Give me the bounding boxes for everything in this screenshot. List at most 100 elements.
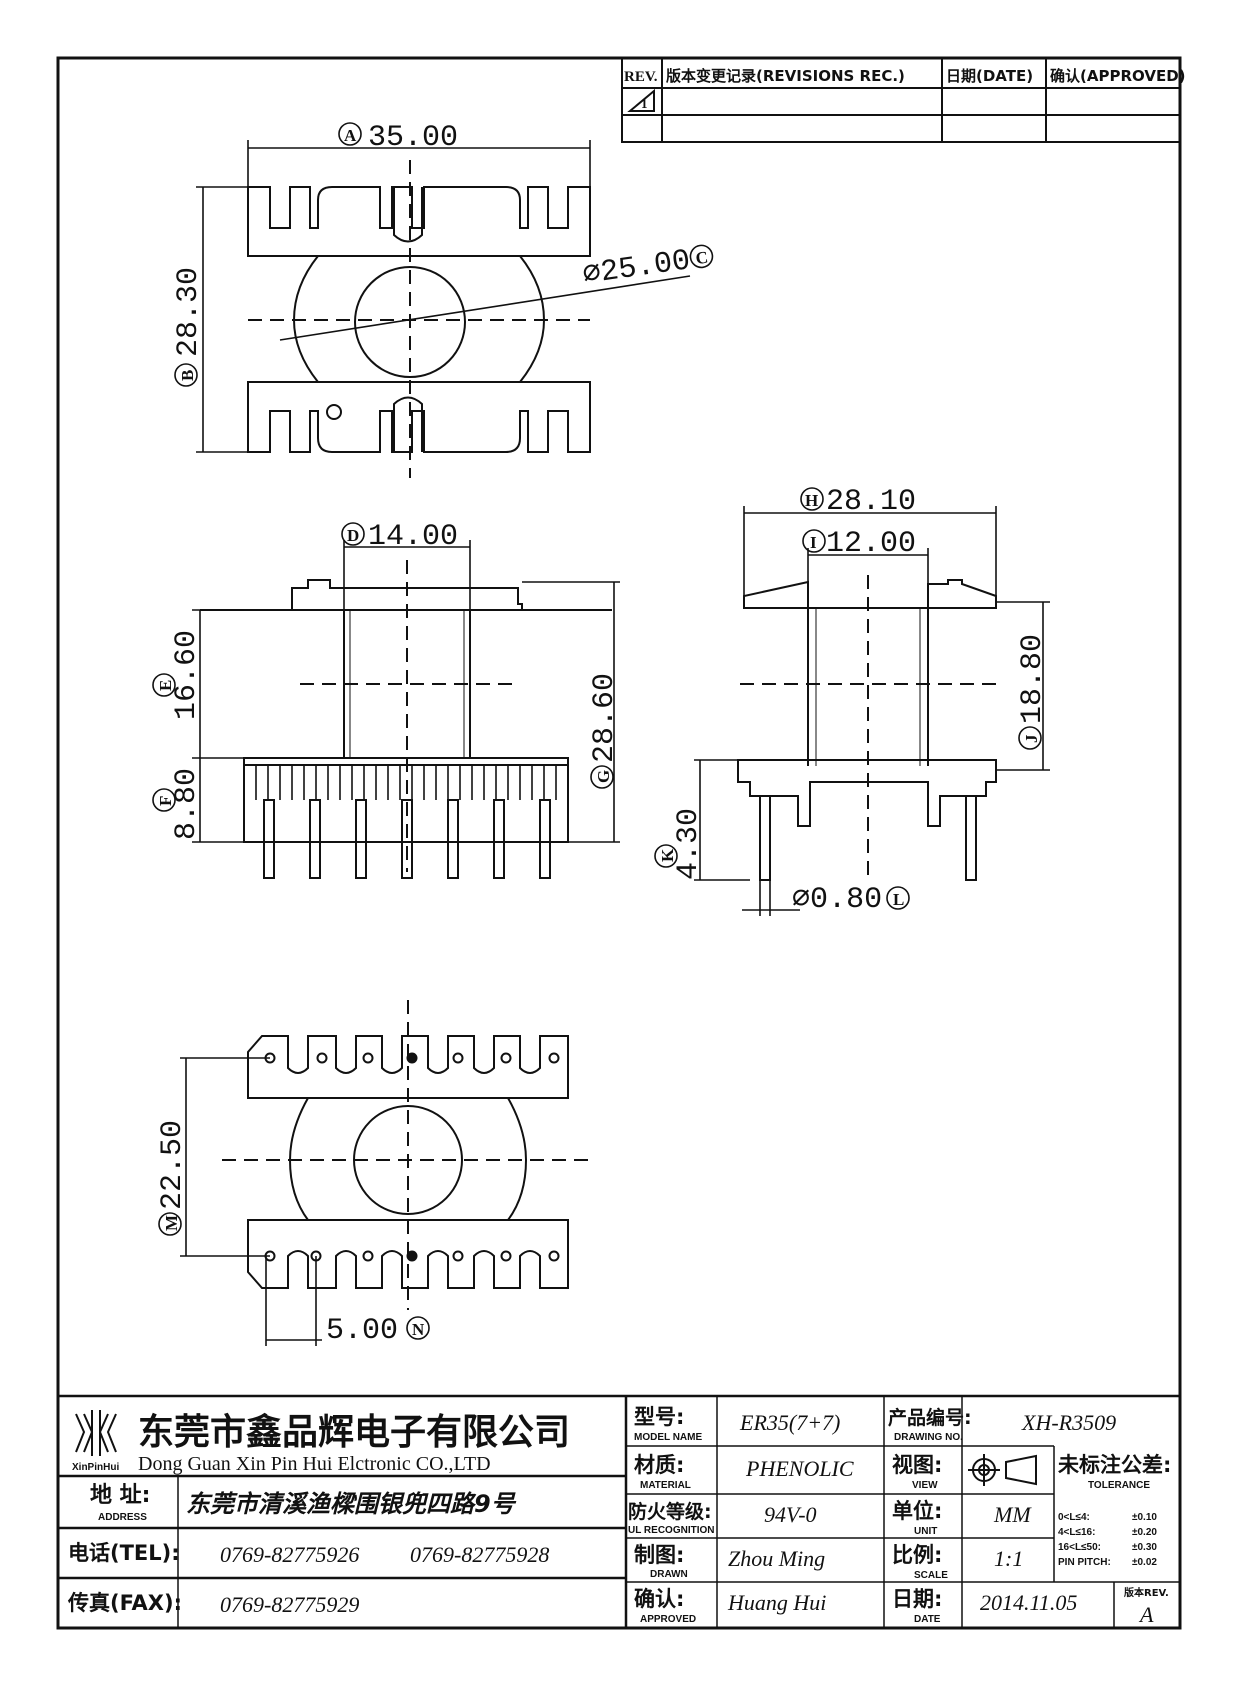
model-label: 型号: xyxy=(634,1405,684,1429)
svg-text:1: 1 xyxy=(641,96,648,111)
dim-M-label: M 22.50 xyxy=(156,1120,190,1236)
dim-D-line xyxy=(343,540,471,610)
dim-G-label: G 28.60 xyxy=(588,673,622,789)
bottom-view-lower-rail xyxy=(247,1219,569,1289)
svg-text:G: G xyxy=(594,770,613,783)
view-label: 视图: xyxy=(892,1453,942,1477)
dim-F-label: F 8.80 xyxy=(152,768,204,840)
dim-J-label: J 18.80 xyxy=(1016,634,1050,750)
svg-text:D: D xyxy=(347,526,359,545)
flame-label-en: UL RECOGNITION xyxy=(628,1525,714,1536)
bottom-view-pin-holes xyxy=(264,1052,560,1262)
svg-text:12.00: 12.00 xyxy=(826,527,916,561)
front-view-top-flange xyxy=(291,579,523,611)
unit-value: MM xyxy=(993,1502,1032,1527)
revision-record-header: 版本变更记录(REVISIONS REC.) xyxy=(666,67,905,85)
fax-label: 传真(FAX): xyxy=(67,1591,182,1615)
dim-C-leader xyxy=(279,275,691,341)
logo-text: XinPinHui xyxy=(72,1462,119,1473)
tolerance-value-2: ±0.20 xyxy=(1132,1527,1157,1538)
date-label-en: DATE xyxy=(914,1614,941,1625)
drawn-label: 制图: xyxy=(634,1543,684,1567)
dim-L-label: ⌀0.80 L xyxy=(792,883,910,917)
drawing-no-label: 产品编号: xyxy=(888,1406,972,1429)
bottom-view-centerlines xyxy=(222,1000,590,1310)
date-value: 2014.11.05 xyxy=(980,1590,1077,1615)
scale-label-en: SCALE xyxy=(914,1570,948,1581)
tolerance-label-en: TOLERANCE xyxy=(1088,1480,1150,1491)
drawing-no-value: XH-R3509 xyxy=(1021,1410,1116,1435)
flame-label: 防火等级: xyxy=(628,1500,712,1523)
scale-label: 比例: xyxy=(892,1543,942,1567)
svg-text:18.80: 18.80 xyxy=(1016,634,1050,724)
svg-text:35.00: 35.00 xyxy=(368,121,458,155)
approved-value: Huang Hui xyxy=(727,1590,826,1615)
dim-J-line xyxy=(996,601,1050,771)
svg-text:L: L xyxy=(893,890,904,909)
dim-E-label: E 16.60 xyxy=(152,630,204,720)
svg-text:22.50: 22.50 xyxy=(156,1120,190,1210)
view-label-en: VIEW xyxy=(912,1480,938,1491)
dim-H-line xyxy=(743,506,997,596)
dim-K-line xyxy=(694,759,750,881)
top-view-upper-rail xyxy=(247,186,591,257)
tel-value-2: 0769-82775928 xyxy=(410,1542,549,1567)
side-view-pin-left xyxy=(759,795,771,881)
svg-text:28.10: 28.10 xyxy=(826,485,916,519)
side-view-top-flange xyxy=(743,580,809,609)
svg-text:N: N xyxy=(412,1320,425,1339)
revision-table xyxy=(621,57,1181,143)
dim-EF-line xyxy=(192,609,244,843)
sheet-border xyxy=(56,56,1182,1630)
dim-I-label: I 12.00 xyxy=(802,527,916,561)
dim-M-line xyxy=(180,1057,270,1257)
material-value: PHENOLIC xyxy=(745,1456,854,1481)
tolerance-range-3: 16<L≤50: xyxy=(1058,1542,1101,1553)
svg-text:I: I xyxy=(810,533,817,552)
front-view-ribs xyxy=(255,765,557,800)
svg-text:8.80: 8.80 xyxy=(170,768,204,840)
date-label: 日期: xyxy=(892,1587,942,1611)
svg-text:F: F xyxy=(156,796,175,806)
bottom-view-upper-rail xyxy=(247,1035,569,1099)
front-view-pins xyxy=(263,799,551,879)
approved-label-en: APPROVED xyxy=(640,1614,696,1625)
scale-value: 1:1 xyxy=(994,1546,1023,1571)
svg-text:B: B xyxy=(178,370,197,381)
drawn-label-en: DRAWN xyxy=(650,1569,688,1580)
dim-A-label: A 35.00 xyxy=(338,121,458,155)
svg-text:J: J xyxy=(1022,734,1041,743)
dim-I-line xyxy=(807,548,929,584)
title-block-grid xyxy=(58,1394,1180,1628)
rev-value: A xyxy=(1138,1602,1154,1627)
flame-value: 94V-0 xyxy=(764,1502,817,1527)
dim-C-label: ⌀25.00 C xyxy=(581,244,714,293)
dim-B-line xyxy=(196,186,248,453)
dim-L-line xyxy=(742,880,800,916)
side-view-centerlines xyxy=(740,575,996,880)
rev-label: 版本REV. xyxy=(1124,1586,1169,1599)
svg-text:A: A xyxy=(344,126,357,145)
svg-text:⌀25.00: ⌀25.00 xyxy=(581,244,693,293)
tel-label: 电话(TEL): xyxy=(68,1541,180,1565)
dim-K-label: K 4.30 xyxy=(654,808,706,880)
model-label-en: MODEL NAME xyxy=(634,1432,702,1443)
address-label-en: ADDRESS xyxy=(98,1512,147,1523)
dim-N-label: 5.00 N xyxy=(326,1314,430,1348)
material-label: 材质: xyxy=(634,1453,684,1477)
svg-text:14.00: 14.00 xyxy=(368,520,458,554)
svg-text:28.30: 28.30 xyxy=(172,267,206,357)
tolerance-range-1: 0<L≤4: xyxy=(1058,1512,1090,1523)
unit-label: 单位: xyxy=(892,1499,942,1523)
dim-D-label: D 14.00 xyxy=(341,520,458,554)
top-view-lower-rail xyxy=(247,381,591,453)
svg-text:16.60: 16.60 xyxy=(170,630,204,720)
projection-symbol-icon xyxy=(968,1454,1037,1486)
svg-text:⌀0.80: ⌀0.80 xyxy=(792,883,882,917)
drawn-value: Zhou Ming xyxy=(728,1546,825,1571)
svg-text:H: H xyxy=(805,491,818,510)
svg-text:5.00: 5.00 xyxy=(326,1314,398,1348)
dim-A-line xyxy=(247,140,591,187)
top-view-pin1-hole xyxy=(326,404,342,420)
